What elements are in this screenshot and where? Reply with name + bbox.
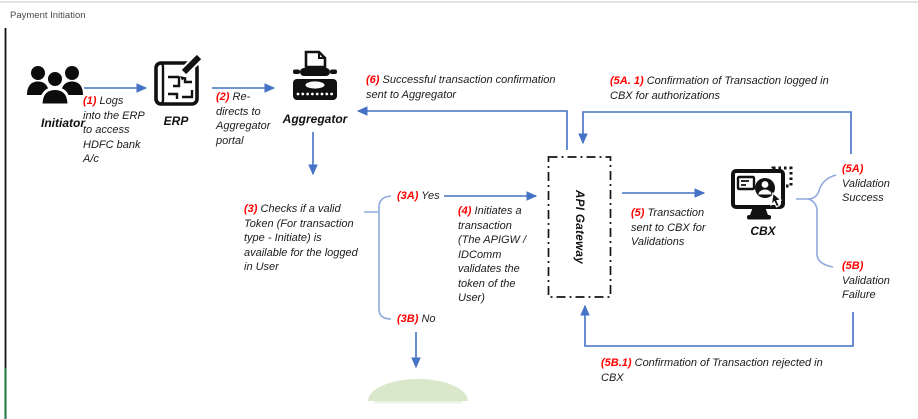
step-5b-number: (5B) xyxy=(842,260,864,272)
initiator-label: Initiator xyxy=(41,116,85,130)
bracket-cbx-5a-5b xyxy=(796,174,837,268)
step-1-text: Logs into the ERP to access HDFC bank A/… xyxy=(83,95,145,166)
aggregator-label: Aggregator xyxy=(282,112,348,126)
api-gateway-node: API Gateway xyxy=(548,157,611,297)
annotation-step-5a1: (5A. 1) Confirmation of Transaction logg… xyxy=(610,74,860,103)
step-6-text: Successful transaction confirmation sent… xyxy=(366,74,556,101)
step-2-number: (2) xyxy=(216,91,230,103)
annotation-step-3a: (3A) Yes xyxy=(397,189,457,204)
step-5-number: (5) xyxy=(631,207,645,219)
annotation-step-3: (3) Checks if a valid Token (For transac… xyxy=(244,202,384,275)
blueprint-pencil-icon xyxy=(154,52,204,106)
annotation-step-4: (4) Initiates a transaction (The APIGW /… xyxy=(458,204,548,306)
step-3a-number: (3A) xyxy=(397,190,419,202)
step-3b-number: (3B) xyxy=(397,313,419,325)
step-5b1-text: Confirmation of Transaction rejected in … xyxy=(601,357,823,384)
arrow-5b1-failure-to-gateway xyxy=(580,304,854,347)
step-5-text: Transaction sent to CBX for Validations xyxy=(631,207,706,249)
green-dome-shape xyxy=(368,379,468,401)
annotation-step-5: (5) Transaction sent to CBX for Validati… xyxy=(631,206,731,250)
step-3b-text: No xyxy=(421,313,436,325)
step-4-text: Initiates a transaction (The APIGW / IDC… xyxy=(458,205,527,305)
annotation-step-5a: (5A) Validation Success xyxy=(842,162,912,206)
step-2-text: Re- directs to Aggregator portal xyxy=(216,91,271,147)
step-3-number: (3) xyxy=(244,203,258,215)
green-dome-sliver xyxy=(374,401,462,404)
annotation-step-6: (6) Successful transaction confirmation … xyxy=(366,73,586,102)
step-5a1-text: Confirmation of Transaction logged in CB… xyxy=(610,75,829,102)
annotation-step-3b: (3B) No xyxy=(397,312,457,327)
step-4-number: (4) xyxy=(458,205,472,217)
annotation-step-5b1: (5B.1) Confirmation of Transaction rejec… xyxy=(601,356,851,385)
page-title: Payment Initiation xyxy=(10,10,86,21)
arrow-6-gateway-to-aggregator xyxy=(356,106,568,150)
annotation-step-5b: (5B) Validation Failure xyxy=(842,259,912,303)
annotation-step-1: (1) Logs into the ERP to access HDFC ban… xyxy=(83,94,153,167)
cbx-label: CBX xyxy=(750,224,776,238)
step-5b1-number: (5B.1) xyxy=(601,357,632,369)
monitor-user-cursor-icon xyxy=(731,166,793,220)
annotation-step-2: (2) Re- directs to Aggregator portal xyxy=(216,90,294,148)
step-5a-number: (5A) xyxy=(842,163,864,175)
api-gateway-label: API Gateway xyxy=(573,189,586,265)
step-3-text: Checks if a valid Token (For transaction… xyxy=(244,203,358,274)
people-group-icon xyxy=(27,66,83,107)
step-6-number: (6) xyxy=(366,74,380,86)
step-5a1-number: (5A. 1) xyxy=(610,75,644,87)
step-3a-text: Yes xyxy=(421,190,440,202)
typewriter-icon xyxy=(293,50,337,100)
step-1-number: (1) xyxy=(83,95,97,107)
erp-label: ERP xyxy=(163,114,189,128)
step-5a-text: Validation Success xyxy=(842,177,890,205)
step-5b-text: Validation Failure xyxy=(842,274,890,302)
arrow-5a1-success-to-gateway xyxy=(578,111,852,154)
